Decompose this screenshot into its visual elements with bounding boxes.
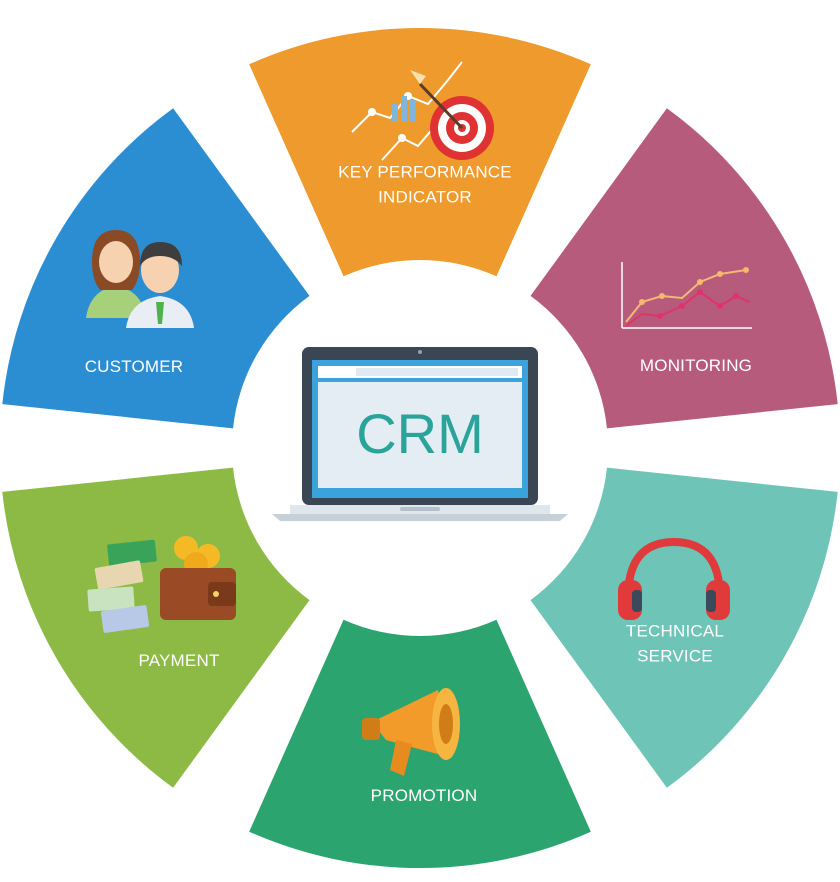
line-chart-icon	[621, 262, 752, 329]
headphones-icon	[618, 537, 730, 620]
target-chart-icon	[351, 61, 494, 161]
segment-labels: KEY PERFORMANCE INDICATOR MONITORING TECHNI…	[85, 163, 752, 806]
megaphone-icon	[362, 688, 460, 776]
segment-monitoring	[530, 108, 838, 429]
segment-kpi	[249, 27, 591, 277]
wallet-money-icon	[87, 536, 236, 633]
segment-label-customer: CUSTOMER	[85, 357, 184, 376]
segments	[2, 27, 838, 869]
segment-label-kpi: KEY PERFORMANCE	[338, 163, 512, 182]
segment-payment	[2, 467, 310, 788]
people-icon	[86, 230, 194, 328]
segment-label-kpi: INDICATOR	[378, 188, 472, 207]
segment-label-monitoring: MONITORING	[640, 356, 752, 375]
center-title: CRM	[356, 402, 484, 465]
segment-label-payment: PAYMENT	[138, 651, 219, 670]
segment-technical-service	[530, 467, 838, 788]
segment-label-technical-service: TECHNICAL	[626, 622, 724, 641]
segment-label-promotion: PROMOTION	[371, 786, 478, 805]
segment-label-technical-service: SERVICE	[637, 647, 713, 666]
laptop-icon: CRM	[272, 347, 568, 521]
